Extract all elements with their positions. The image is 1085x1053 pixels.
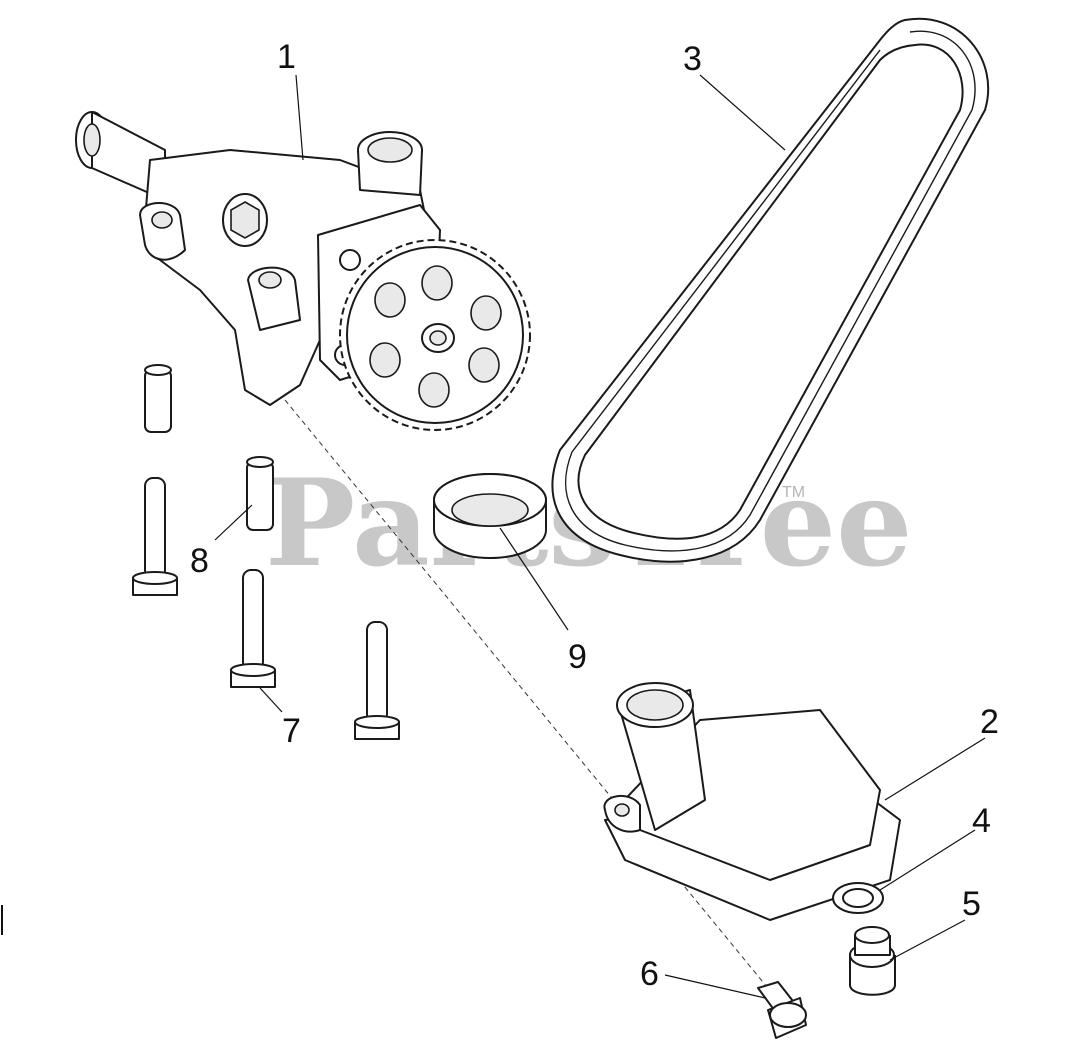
leader-1 xyxy=(295,74,304,161)
part-3-belt[interactable] xyxy=(551,17,990,563)
leader-3 xyxy=(699,74,786,151)
part-5-plug[interactable] xyxy=(849,926,896,996)
alignment-dashed-line xyxy=(284,399,791,1016)
dowel-pin-upper[interactable] xyxy=(144,364,172,433)
leader-9 xyxy=(499,527,569,631)
part-9-seal-ring[interactable] xyxy=(433,473,547,559)
part-4-washer[interactable] xyxy=(832,882,884,914)
callout-8: 8 xyxy=(190,542,209,580)
callout-3: 3 xyxy=(683,40,702,78)
part-7-bolt-left[interactable] xyxy=(132,477,178,596)
leader-2 xyxy=(884,737,986,801)
part-7-bolt-right[interactable] xyxy=(354,621,400,740)
callout-2: 2 xyxy=(980,703,999,741)
callout-6: 6 xyxy=(640,955,659,993)
leader-7 xyxy=(259,687,283,713)
part-2-pickup-housing[interactable] xyxy=(603,682,901,921)
leader-5 xyxy=(889,919,966,961)
callout-4: 4 xyxy=(972,802,991,840)
callout-7: 7 xyxy=(282,712,301,750)
leader-4 xyxy=(879,829,976,891)
part-1-oil-pump[interactable] xyxy=(75,111,531,431)
sprocket xyxy=(339,239,531,431)
leader-8 xyxy=(214,504,253,541)
callout-9: 9 xyxy=(568,638,587,676)
part-8-dowel-pin[interactable] xyxy=(246,456,274,531)
part-6-screw[interactable] xyxy=(757,981,807,1039)
callout-1: 1 xyxy=(277,38,296,76)
watermark-tm: TM xyxy=(782,484,805,501)
part-7-bolt-center[interactable] xyxy=(230,569,276,688)
callout-5: 5 xyxy=(962,885,981,923)
leader-6 xyxy=(664,974,766,999)
